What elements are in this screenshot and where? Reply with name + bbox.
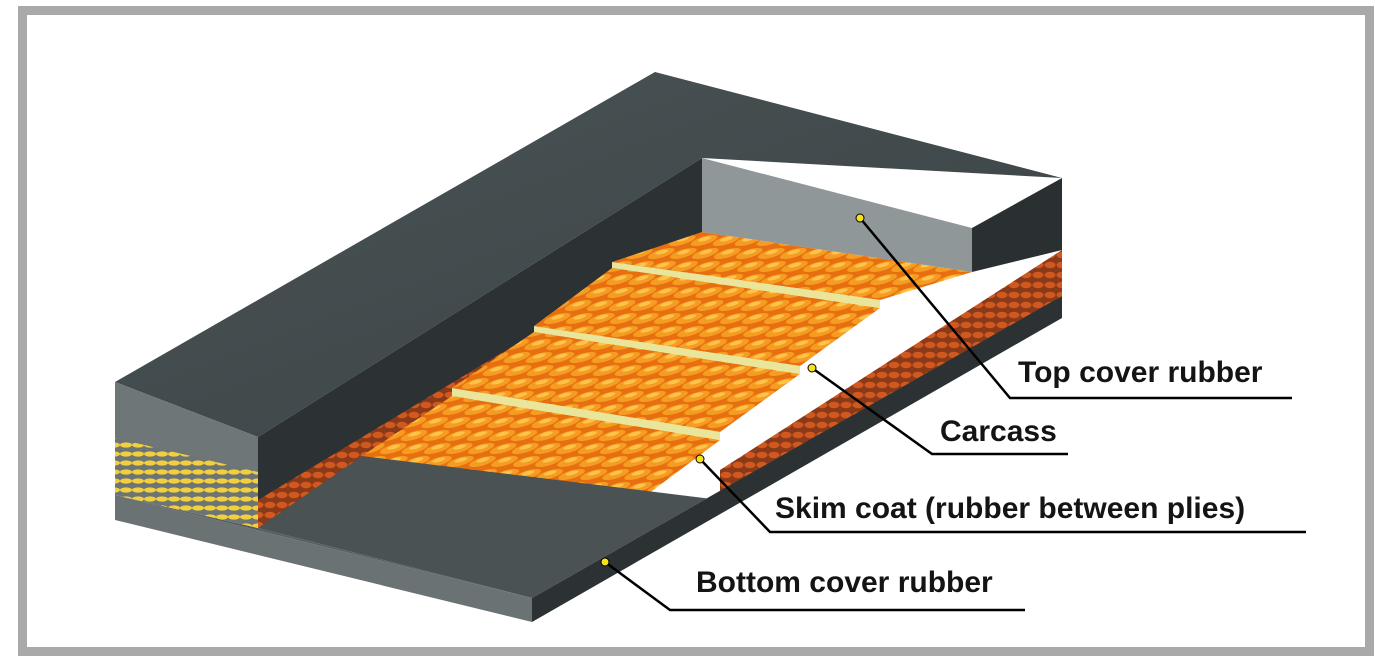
leader-line-top-cover [859, 217, 1292, 400]
top-cover-right-wall [702, 158, 972, 272]
marker-bottom-cover [600, 557, 610, 567]
leader-line-carcass [811, 366, 1068, 456]
top-cover-right-side [972, 178, 1062, 272]
marker-carcass [807, 363, 817, 373]
label-carcass: Carcass [940, 415, 1057, 448]
bottom-cover-front-face [115, 495, 532, 622]
carcass-ply-1 [362, 396, 720, 500]
bottom-cover-left-top [115, 495, 532, 598]
ply-edge-right [720, 250, 1062, 500]
skim-coat-strip-2 [534, 326, 800, 374]
carcass-ply-4 [612, 232, 972, 300]
bottom-cover-right-side [532, 296, 1062, 622]
bottom-cover-surface [258, 296, 1062, 598]
carcass-ply-2 [452, 332, 800, 432]
marker-top-cover [855, 213, 865, 223]
label-skim-coat: Skim coat (rubber between plies) [775, 492, 1246, 525]
top-cover-cut-wall [258, 158, 702, 522]
carcass-ply-3 [534, 268, 880, 366]
front-ply-layers [115, 438, 258, 528]
top-cover-surface [115, 72, 1062, 437]
skim-coat-strip-1 [452, 388, 720, 440]
diagram-frame [18, 6, 1374, 656]
leader-line-skim-coat [699, 458, 1306, 534]
marker-skim-coat [695, 454, 705, 464]
label-bottom-cover-rubber: Bottom cover rubber [696, 566, 993, 599]
skim-coat-strip-3 [612, 262, 880, 308]
label-top-cover-rubber: Top cover rubber [1018, 356, 1263, 389]
leader-line-bottom-cover [604, 560, 1025, 612]
